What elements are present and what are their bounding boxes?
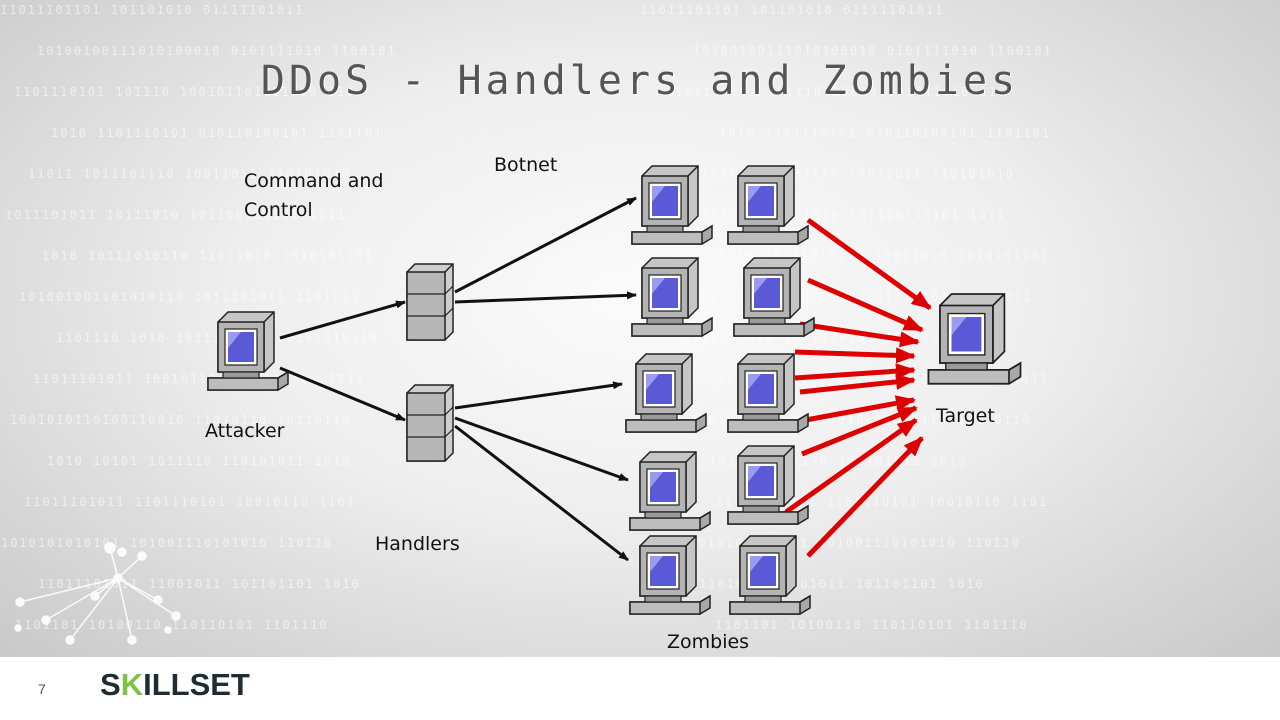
attack-arrow-1 [806,217,932,311]
attack-arrow-5 [794,363,916,381]
binary-text: 1101101 10100110 110110101 1101110 [15,618,329,632]
zombie-computer-icon [727,445,809,525]
skillset-logo: SKILLSET [100,667,250,702]
binary-text: 11011101011 1101110101 10010110 1101 [24,495,356,509]
binary-text: 1010 10111010110 11011010 1010101101 [42,249,374,263]
attacker-computer-icon [207,311,289,391]
arrow-handler-1-to-zombie-1 [454,196,637,294]
handler-server-2-icon [406,384,454,462]
handler-server-1-icon [406,263,454,341]
page-number: 7 [38,681,46,697]
target-computer-icon [927,293,1022,385]
botnet-label: Botnet [494,154,558,176]
binary-text: 10100100111010100010 0101111010 1100101 [37,44,397,58]
slide-title: DDoS - Handlers and Zombies [260,58,1020,104]
arrow-handler-2-to-zombie-5 [454,424,629,562]
logo-check-k: K [120,667,144,702]
zombies-label: Zombies [667,631,750,653]
zombie-computer-icon [729,535,811,615]
binary-text: 11011 1011101110 10011011 110101010 [28,167,351,181]
zombie-computer-icon [629,535,711,615]
zombie-computer-icon [631,257,713,337]
zombie-computer-icon [727,165,809,245]
arrow-handler-2-to-zombie-4 [454,416,629,482]
binary-text: 1001010110100110010 11010110 10110110 [10,413,351,427]
zombie-computer-icon [631,165,713,245]
zombie-computer-icon [733,257,815,337]
binary-text: 1101110101 101110 100101101011010 110 [14,85,355,99]
control-arrows [279,196,637,562]
binary-text: 11011101101 101101010 01111101011 [0,3,304,17]
binary-text: 1010101010101 101001110101010 110110 [1,536,333,550]
handlers-label: Handlers [375,533,460,555]
attack-arrows [784,217,932,558]
binary-text: 1010 1101110101 010110100101 1101101 [51,126,383,140]
command-and-control-label: Command and Control [244,170,384,221]
target-label: Target [936,405,995,427]
binary-text: 1011101011 10111010 101100110101 1011 [5,208,346,222]
binary-text: 1010 10101 1011110 110101011 1010 [47,454,351,468]
binary-text: 1010 1101110101 010110100101 1101101 [719,126,1051,140]
binary-text: 11011101101 101101010 01111101011 [640,3,944,17]
attacker-label: Attacker [205,420,285,442]
attack-arrow-6 [799,373,916,395]
binary-rows: 11011101101 101101010 01111101011 1101110… [0,3,1053,632]
arrow-handler-1-to-zombie-2 [454,291,637,304]
binary-background-pattern: 11011101101 101101010 01111101011 1101110… [0,0,1280,657]
attack-arrow-7 [794,395,916,425]
binary-text: 101001001101010110 1011101011 1101011 [19,290,360,304]
attack-arrow-4 [794,347,916,364]
attack-arrow-3 [799,321,920,348]
ddos-diagram [14,165,1022,645]
arrow-handler-2-to-zombie-3 [454,381,623,410]
arrow-attacker-to-handler-1 [279,300,406,340]
arrow-attacker-to-handler-2 [279,366,406,422]
slide-footer: 7 SKILLSET [0,657,1280,720]
binary-text: 1101101 10100110 110110101 1101110 [715,618,1029,632]
attack-arrow-10 [806,436,924,558]
binary-text: 10100100111010100010 0101111010 1100101 [693,44,1053,58]
zombie-computer-icon [727,353,809,433]
zombie-computer-icon [629,451,711,531]
attack-arrow-2 [806,277,924,333]
attack-arrow-9 [784,417,918,515]
attack-arrow-8 [801,405,918,457]
binary-text: 1101110101 101110 100101101011010 110 [666,85,1007,99]
zombie-computer-icon [625,353,707,433]
network-decoration-icon [14,542,181,645]
